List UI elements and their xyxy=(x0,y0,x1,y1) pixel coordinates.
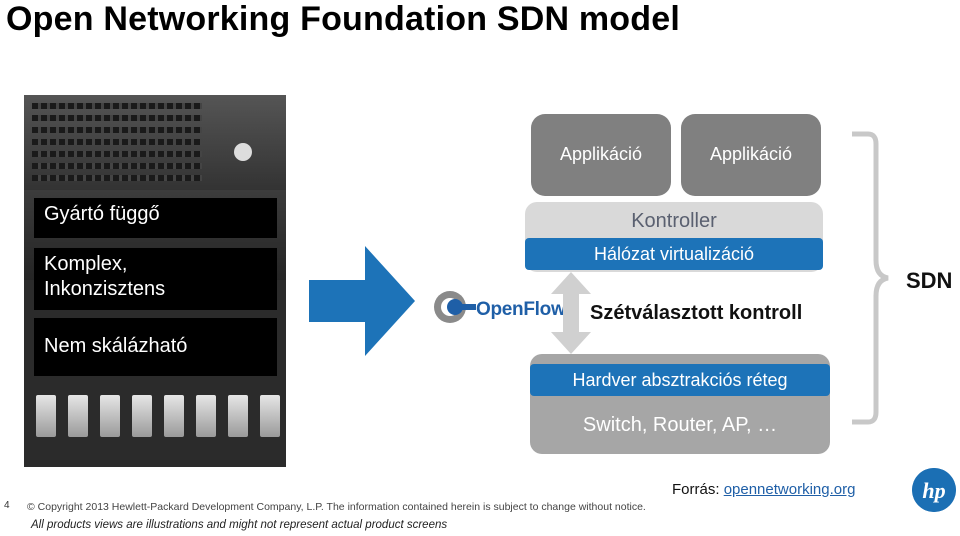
chassis-vent xyxy=(32,151,202,157)
curly-brace-icon xyxy=(852,131,889,425)
openflow-logo-text: OpenFlow xyxy=(476,299,566,320)
application-box-2: Applikáció xyxy=(681,114,821,196)
chassis-hp-badge-icon xyxy=(234,143,252,161)
source-label: Forrás: xyxy=(672,481,724,498)
slide-title: Open Networking Foundation SDN model xyxy=(6,0,680,38)
devices-label: Switch, Router, AP, … xyxy=(582,414,778,436)
line-card xyxy=(100,395,120,437)
hardware-label-not-scalable: Nem skálázható xyxy=(34,318,277,376)
line-card xyxy=(132,395,152,437)
controller-label: Kontroller xyxy=(631,210,717,232)
hardware-label-complex: Komplex, Inkonzisztens xyxy=(34,248,277,310)
disclaimer-text: All products views are illustrations and… xyxy=(31,519,448,531)
line-card xyxy=(228,395,248,437)
hp-logo-icon: hp xyxy=(912,468,956,512)
copyright-text: © Copyright 2013 Hewlett-Packard Develop… xyxy=(27,501,646,513)
line-card xyxy=(260,395,280,437)
svg-text:hp: hp xyxy=(922,478,945,503)
source-line: Forrás: opennetworking.org xyxy=(672,481,855,498)
hardware-label-vendor-dependent: Gyártó függő xyxy=(34,198,277,238)
separated-control-label: Szétválasztott kontroll xyxy=(590,302,803,324)
openflow-logo-icon xyxy=(434,291,476,323)
chassis-vent xyxy=(32,127,202,133)
chassis-vent xyxy=(32,103,202,109)
line-card xyxy=(36,395,56,437)
slide-number: 4 xyxy=(4,500,10,511)
chassis-vent xyxy=(32,115,202,121)
chassis-vent xyxy=(32,175,202,181)
arrow-right-icon xyxy=(309,246,415,356)
sdn-label: SDN xyxy=(906,268,953,293)
chassis-vent xyxy=(32,163,202,169)
line-card xyxy=(196,395,216,437)
double-arrow-vertical-icon xyxy=(551,272,591,354)
line-card xyxy=(164,395,184,437)
hardware-abstraction-bar: Hardver absztrakciós réteg xyxy=(530,364,830,396)
chassis-vent xyxy=(32,139,202,145)
line-card xyxy=(68,395,88,437)
application-box-1: Applikáció xyxy=(531,114,671,196)
source-link[interactable]: opennetworking.org xyxy=(723,481,856,498)
network-virtualization-bar: Hálózat virtualizáció xyxy=(525,238,823,270)
